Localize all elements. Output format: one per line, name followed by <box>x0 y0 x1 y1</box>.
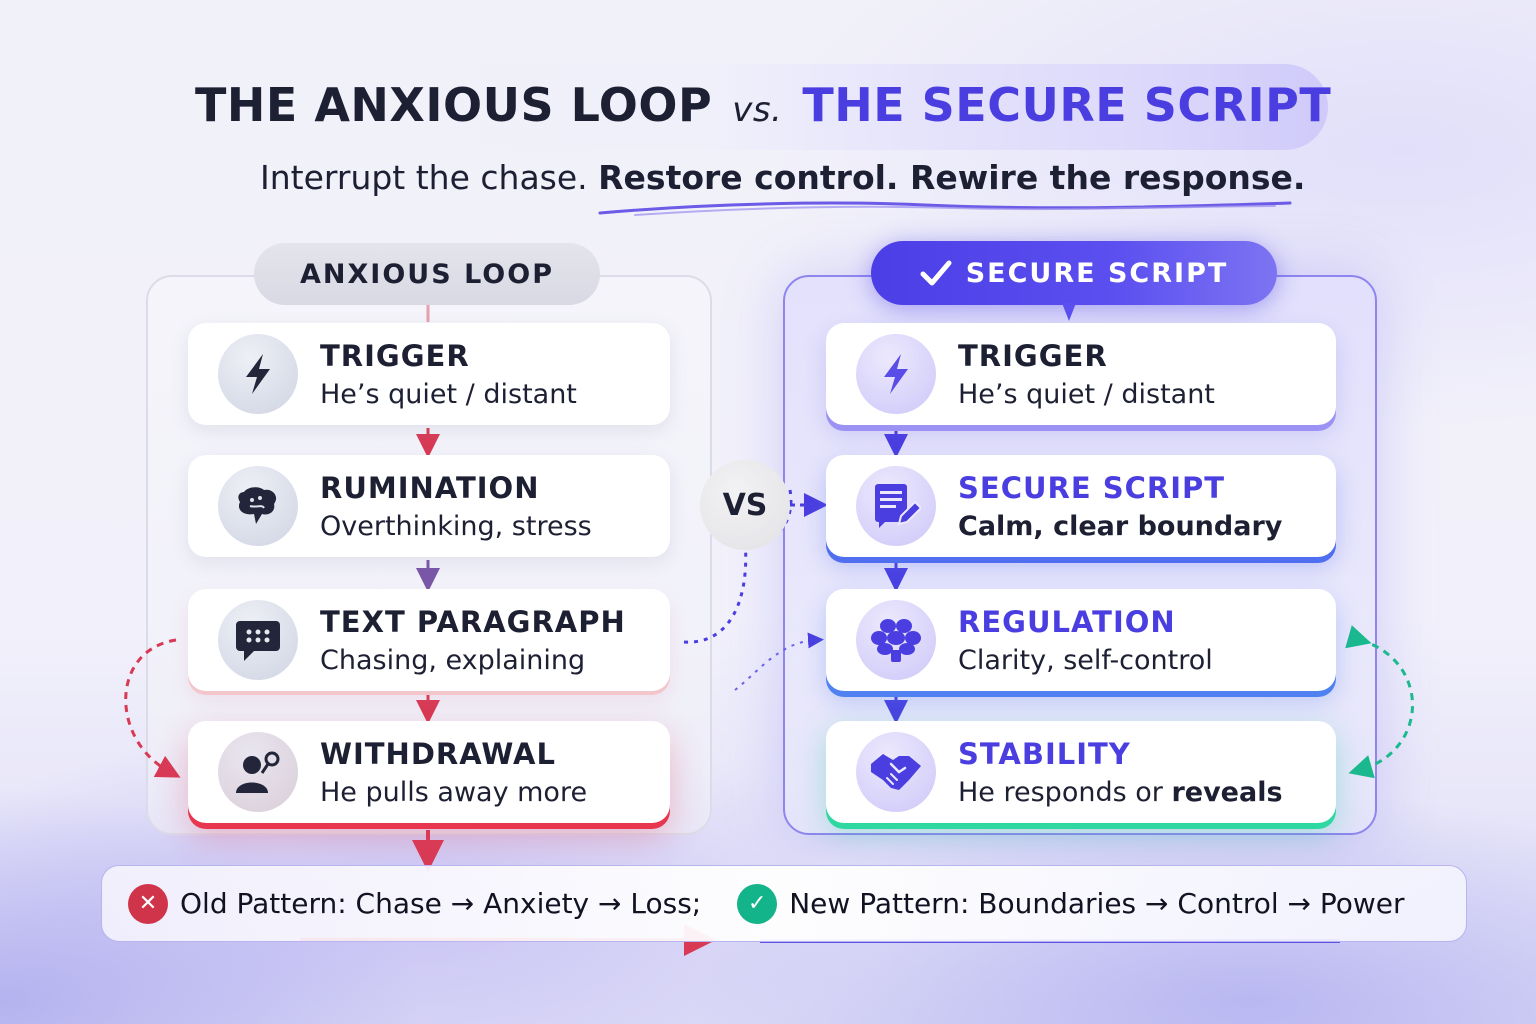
anxious-step-trigger: TRIGGER He’s quiet / distant <box>188 323 670 425</box>
secure-step-stability: STABILITY He responds or reveals <box>826 721 1336 823</box>
subtitle-plain: Interrupt the chase. <box>260 158 599 197</box>
step-title: STABILITY <box>958 736 1131 771</box>
lightning-icon <box>218 334 298 414</box>
step-title: RUMINATION <box>320 470 540 505</box>
handshake-icon <box>856 732 936 812</box>
anxious-step-withdrawal: WITHDRAWAL He pulls away more <box>188 721 670 823</box>
x-circle-icon: ✕ <box>128 883 168 924</box>
step-title: TRIGGER <box>320 338 470 373</box>
step-description: Calm, clear boundary <box>958 510 1283 542</box>
lightning-icon <box>856 334 936 414</box>
step-title: SECURE SCRIPT <box>958 470 1226 505</box>
step-description: He responds or reveals <box>958 777 1283 808</box>
anxious-loop-label: ANXIOUS LOOP <box>254 243 600 305</box>
secure-step-regulation: REGULATION Clarity, self-control <box>826 589 1336 691</box>
title-anxious-loop: THE ANXIOUS LOOP <box>195 78 713 132</box>
check-circle-icon: ✓ <box>737 883 778 924</box>
checkmark-icon <box>920 260 952 286</box>
document-pen-icon <box>856 466 936 546</box>
label-pointer <box>1062 303 1076 321</box>
old-pattern-text: Old Pattern: Chase → Anxiety → Loss; <box>180 887 702 920</box>
step-description: He’s quiet / distant <box>958 378 1215 410</box>
subtitle-underline <box>598 201 1292 216</box>
step-title: REGULATION <box>958 604 1176 639</box>
subtitle: Interrupt the chase. Restore control. Re… <box>260 158 1305 197</box>
new-pattern: ✓ New Pattern: Boundaries → Control → Po… <box>737 883 1405 924</box>
old-pattern: ✕ Old Pattern: Chase → Anxiety → Loss; <box>128 883 702 924</box>
secure-script-label: SECURE SCRIPT <box>871 241 1277 305</box>
new-pattern-text: New Pattern: Boundaries → Control → Powe… <box>789 887 1405 920</box>
step-description-bold: reveals <box>1171 776 1283 808</box>
step-description: He pulls away more <box>320 776 588 808</box>
secure-step-trigger: TRIGGER He’s quiet / distant <box>826 323 1336 425</box>
anxious-step-rumination: RUMINATION Overthinking, stress <box>188 455 670 557</box>
anxious-step-text-paragraph: TEXT PARAGRAPH Chasing, explaining <box>188 589 670 691</box>
anxious-loop-label-text: ANXIOUS LOOP <box>299 258 554 290</box>
chat-bubble-icon <box>218 600 298 680</box>
vs-label: VS <box>722 487 768 523</box>
page-title: THE ANXIOUS LOOP vs. THE SECURE SCRIPT <box>195 78 1331 138</box>
vs-badge: VS <box>700 460 790 550</box>
brain-icon <box>856 600 936 680</box>
subtitle-emphasis: Restore control. Rewire the response. <box>598 158 1306 197</box>
step-description: He’s quiet / distant <box>320 378 577 410</box>
person-withdraw-icon <box>218 732 298 812</box>
secure-step-script: SECURE SCRIPT Calm, clear boundary <box>826 455 1336 557</box>
title-vs: vs. <box>732 90 783 130</box>
secure-script-label-text: SECURE SCRIPT <box>965 257 1229 289</box>
title-secure-script: THE SECURE SCRIPT <box>802 78 1332 132</box>
title-banner <box>180 64 1328 150</box>
step-title: TEXT PARAGRAPH <box>320 604 626 639</box>
pattern-summary-bar: ✕ Old Pattern: Chase → Anxiety → Loss; ✓… <box>101 865 1467 942</box>
step-description: Clarity, self-control <box>958 644 1213 676</box>
step-title: WITHDRAWAL <box>320 736 556 771</box>
brain-thought-icon <box>218 466 298 546</box>
step-description: Chasing, explaining <box>320 644 586 676</box>
step-title: TRIGGER <box>958 338 1108 373</box>
step-description-plain: He responds or <box>958 776 1172 808</box>
step-description: Overthinking, stress <box>320 510 592 542</box>
